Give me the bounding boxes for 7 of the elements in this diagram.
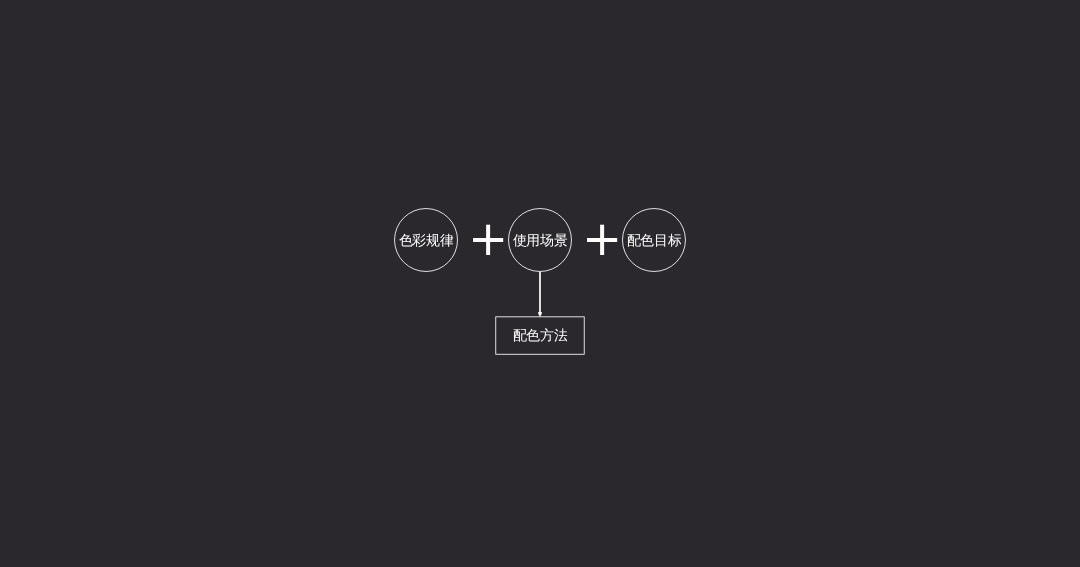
node-box: 配色方法 [495,316,585,355]
plus-sign: + [581,214,623,263]
node-circle: 色彩规律 [394,208,458,272]
node-circle: 配色目标 [622,208,686,272]
arrow [537,270,543,318]
node-circle: 使用场景 [508,208,572,272]
plus-sign: + [468,214,509,263]
